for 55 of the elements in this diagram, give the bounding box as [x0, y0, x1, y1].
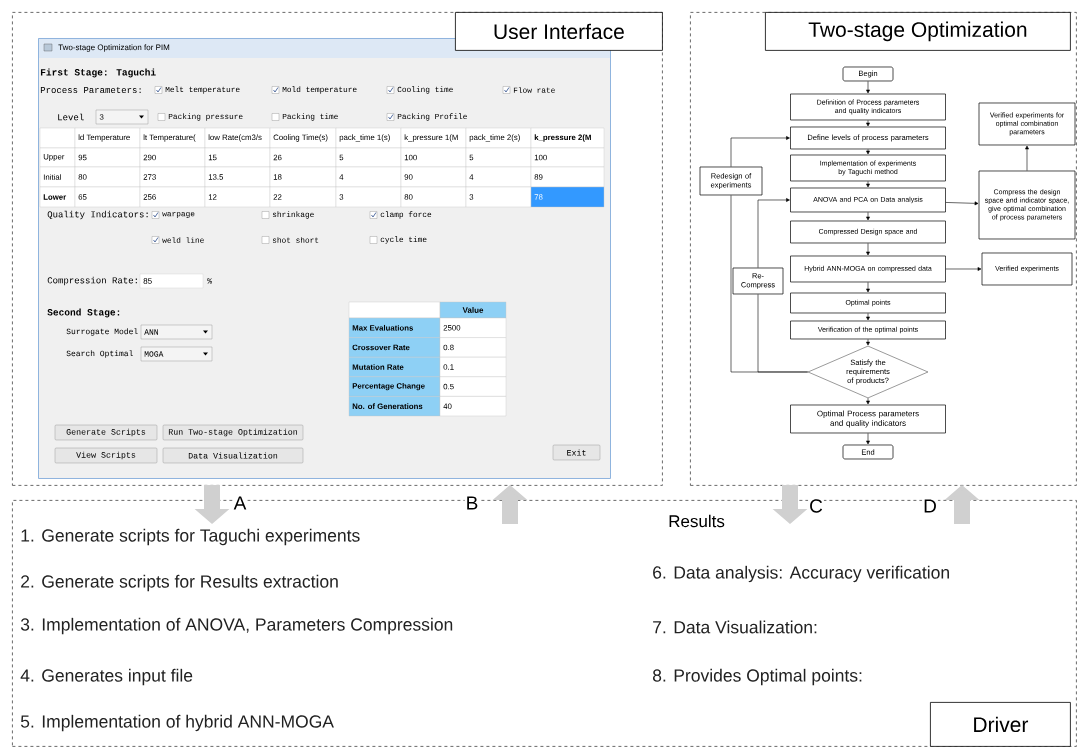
- list-item: 3. Implementation of ANOVA, Parameters Compression: [20, 617, 453, 635]
- edge-label: A: [232, 495, 248, 511]
- form-label: Compression Rate:: [47, 276, 137, 286]
- arrow: [866, 120, 870, 127]
- arrow: [866, 149, 870, 155]
- dashed-panel: [690, 12, 1077, 486]
- arrow: [945, 201, 979, 206]
- arrow: [866, 212, 870, 221]
- arrow: [866, 433, 870, 445]
- edge-label: B: [464, 495, 480, 511]
- list-item: 6. Data analysis: Accuracy verification: [653, 565, 949, 583]
- arrow: [730, 136, 790, 167]
- button: Exit: [552, 444, 601, 461]
- list-item: 7. Data Visualization:: [653, 620, 817, 634]
- button: Run Two-stage Optimization: [162, 424, 304, 441]
- list-item: 4. Generates input file: [20, 668, 193, 686]
- arrow: [866, 339, 870, 346]
- process-box: Optimal Process parameters and quality indicators: [790, 404, 946, 434]
- panel-title: Two-stage Optimization: [765, 12, 1071, 51]
- arrow: [866, 81, 870, 94]
- form-label: Surrogate Model: [66, 328, 138, 336]
- button: View Scripts: [54, 447, 158, 464]
- list-item: 1. Generate scripts for Taguchi experiments: [21, 528, 360, 546]
- list-item: 8. Provides Optimal points:: [652, 668, 862, 686]
- arrow: [1025, 145, 1029, 171]
- form-label: %: [207, 278, 212, 284]
- connector-line: [757, 294, 809, 373]
- panel-title: User Interface: [455, 12, 663, 51]
- section-heading: Second Stage:: [47, 308, 120, 318]
- input-field: 85: [139, 273, 204, 289]
- form-label: Search Optimal: [66, 350, 133, 358]
- edge-label: D: [922, 498, 938, 514]
- list-item: 5. Implementation of hybrid ANN-MOGA: [20, 714, 334, 732]
- arrow: [866, 397, 870, 405]
- dropdown: MOGA: [140, 346, 213, 362]
- arrow: [866, 282, 870, 293]
- results-label: Results: [669, 514, 725, 528]
- form-label: Level: [58, 113, 84, 121]
- button: Data Visualization: [162, 447, 304, 464]
- form-label: Process Parameters:: [40, 86, 141, 94]
- form-label: Quality Indicators:: [47, 210, 148, 220]
- arrow: [866, 243, 870, 256]
- dropdown: 3: [95, 109, 149, 125]
- arrow: [866, 313, 870, 321]
- button: Generate Scripts: [54, 424, 158, 441]
- arrow: [757, 198, 790, 268]
- list-item: 2. Generate scripts for Results extraction: [21, 574, 338, 592]
- dashed-panel: [12, 12, 663, 486]
- edge-label: C: [808, 498, 824, 514]
- arrow: [945, 267, 982, 271]
- panel-title: Driver: [930, 702, 1071, 747]
- window-title: Two-stage Optimization for PIM: [58, 44, 170, 52]
- arrow: [866, 181, 870, 188]
- dropdown: ANN: [140, 324, 213, 340]
- section-heading: First Stage: Taguchi: [41, 68, 156, 78]
